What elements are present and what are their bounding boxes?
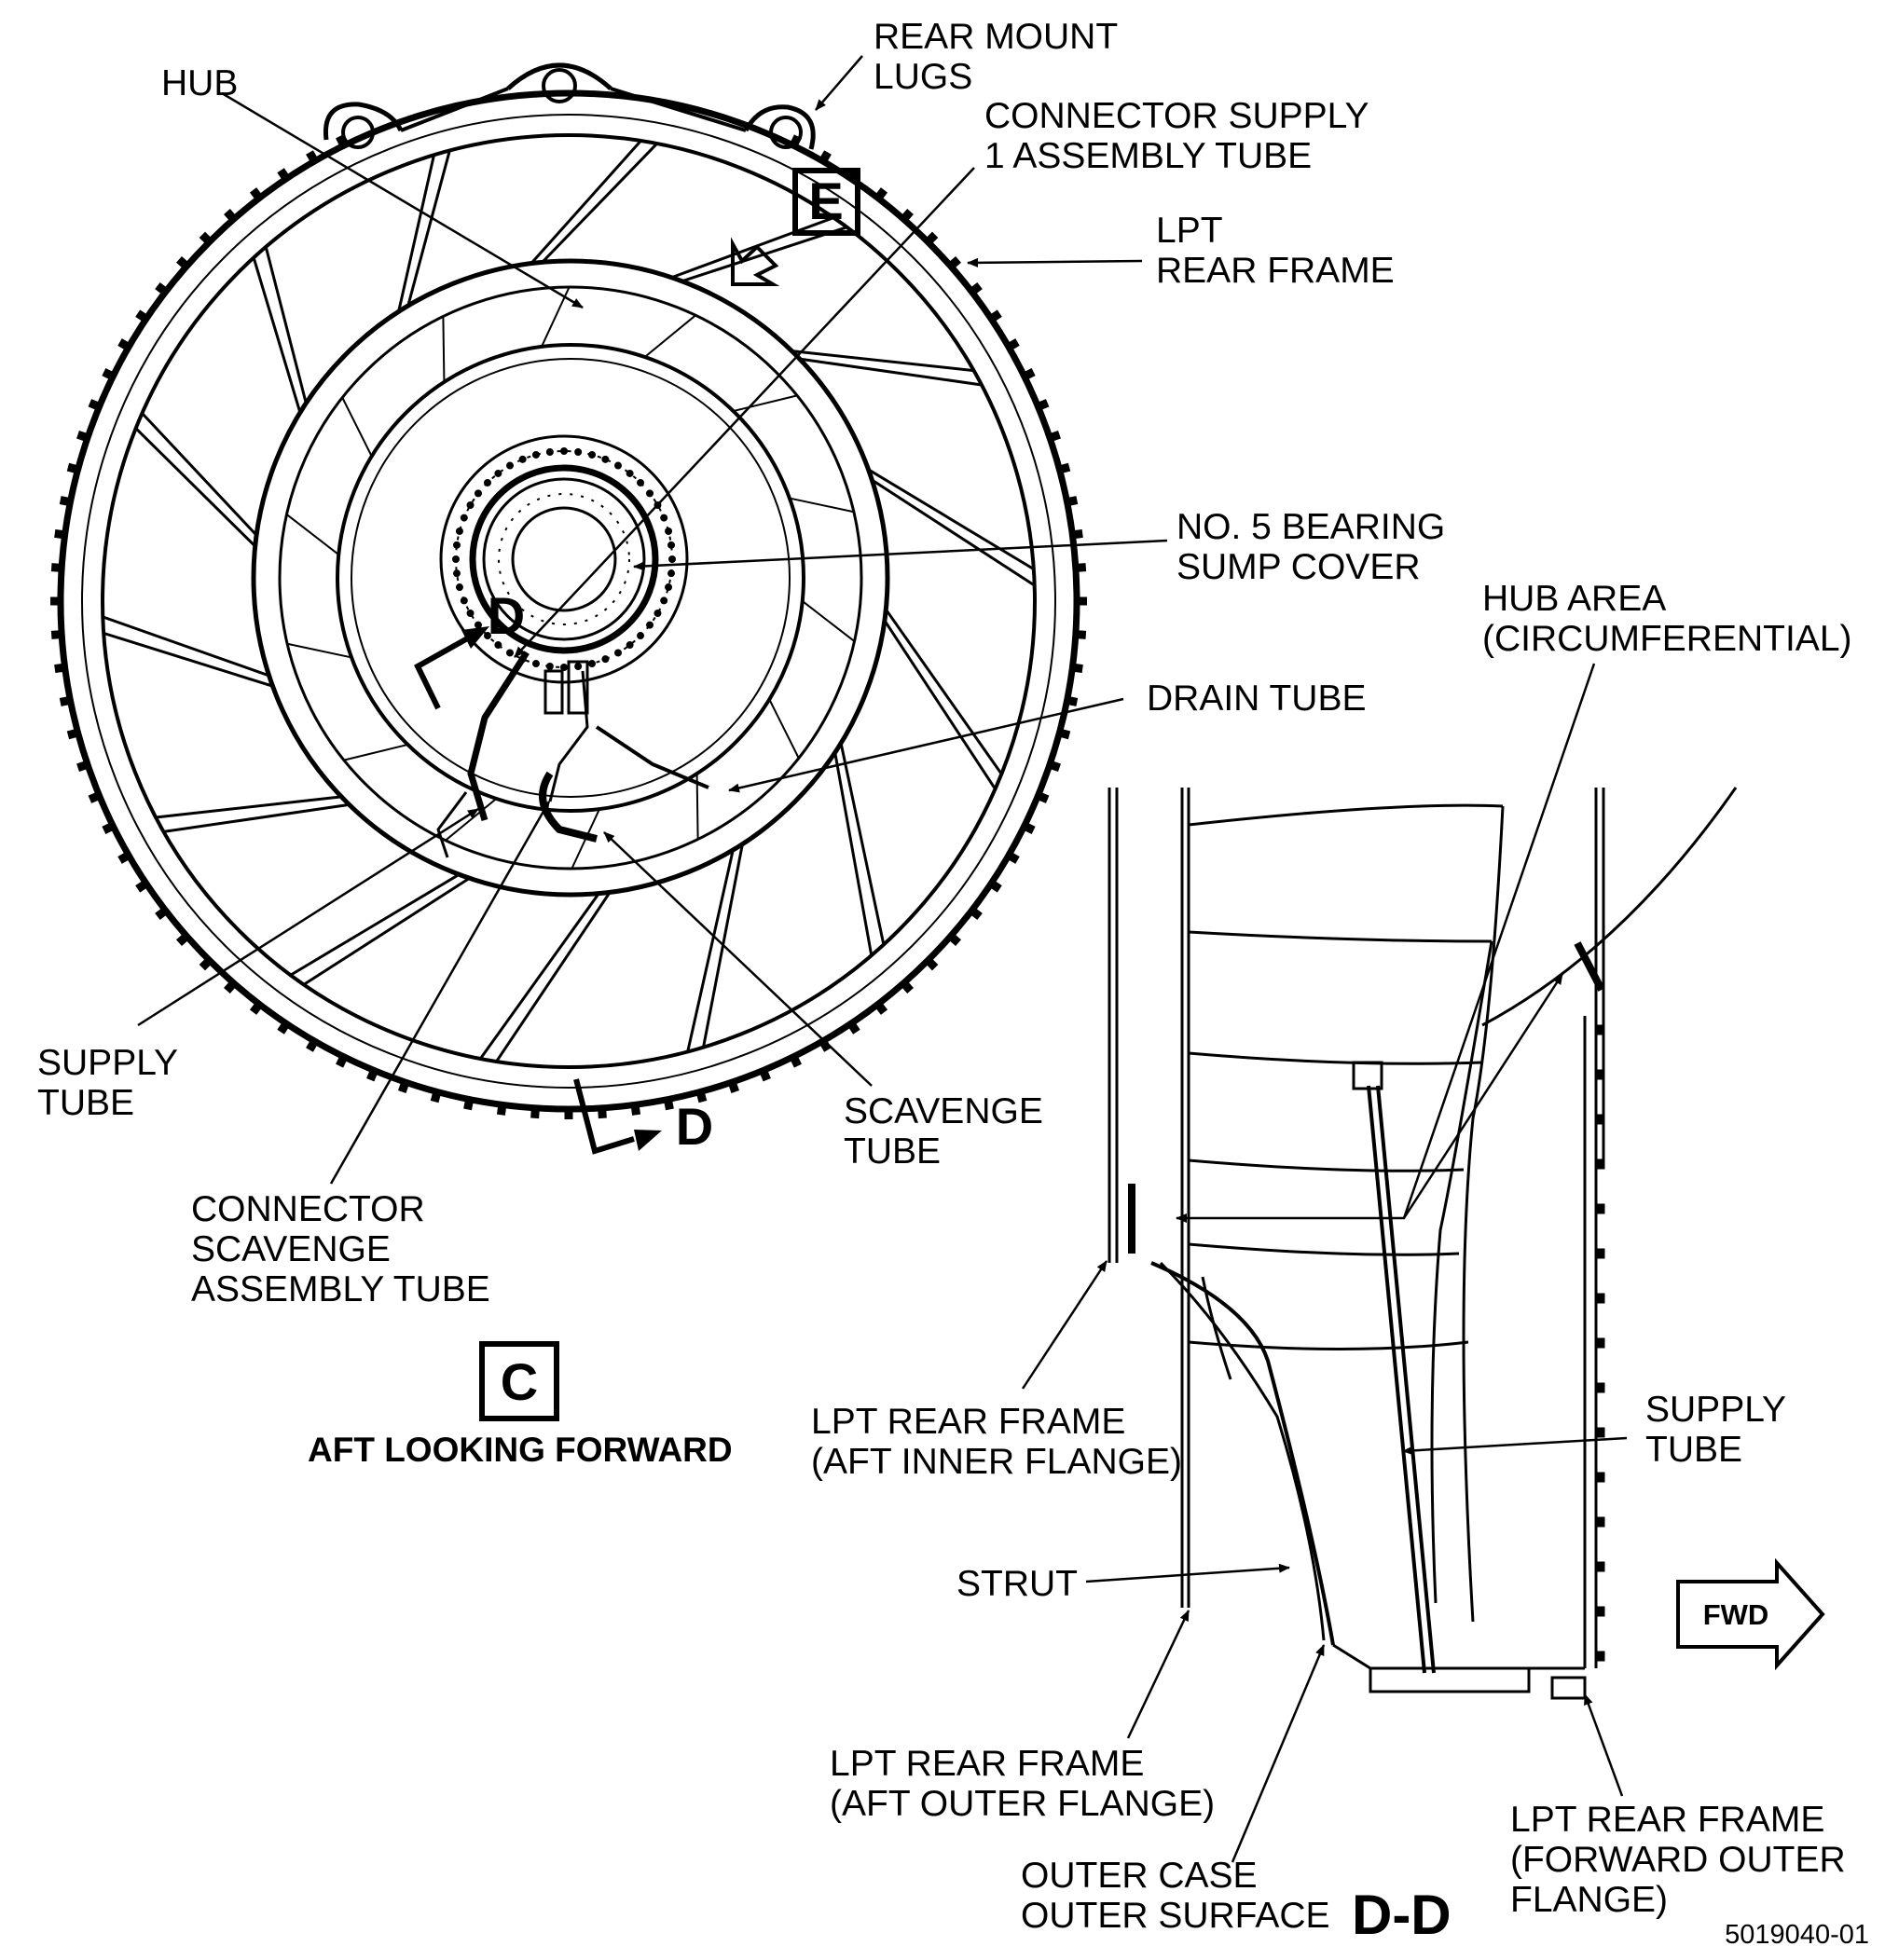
- label-connector-supply: CONNECTOR SUPPLY 1 ASSEMBLY TUBE: [984, 96, 1379, 176]
- label-hub-area: HUB AREA (CIRCUMFERENTIAL): [1482, 579, 1852, 659]
- section-d-letter-bottom: D: [676, 1097, 713, 1156]
- label-supply-tube-dd: SUPPLY TUBE: [1645, 1390, 1796, 1470]
- view-c-caption: AFT LOOKING FORWARD: [308, 1431, 733, 1469]
- frame-struts: [102, 140, 1036, 1062]
- hub-ring-2: [278, 285, 863, 870]
- hub-outer-ring: [251, 258, 890, 898]
- label-scavenge-tube: SCAVENGE TUBE: [844, 1091, 1053, 1172]
- label-strut: STRUT: [956, 1564, 1078, 1604]
- view-c-letter: C: [501, 1352, 538, 1411]
- hub-inner-ring-2: [351, 358, 791, 798]
- label-aft-outer-flange: LPT REAR FRAME (AFT OUTER FLANGE): [830, 1744, 1215, 1824]
- label-drain-tube: DRAIN TUBE: [1147, 678, 1367, 719]
- label-outer-case: OUTER CASE OUTER SURFACE: [1021, 1856, 1330, 1936]
- view-c-flag: C: [479, 1341, 559, 1421]
- detail-e-flag: E: [792, 168, 860, 236]
- fwd-direction-arrow: FWD: [1676, 1557, 1825, 1671]
- section-d-letter-top: D: [488, 586, 525, 645]
- outer-frame-inner-ring: [101, 133, 1037, 1069]
- label-rear-mount-lugs: REAR MOUNT LUGS: [874, 17, 1127, 97]
- label-connector-scavenge: CONNECTOR SCAVENGE ASSEMBLY TUBE: [191, 1189, 490, 1309]
- section-d-marker-top: D: [414, 586, 525, 710]
- fwd-label: FWD: [1703, 1598, 1769, 1631]
- section-d-marker-bottom: D: [573, 1078, 713, 1156]
- label-fwd-outer-flange: LPT REAR FRAME (FORWARD OUTER FLANGE): [1510, 1800, 1856, 1920]
- outer-frame-teeth: [50, 134, 1087, 1119]
- hub-inner-ring: [336, 343, 805, 813]
- label-hub: HUB: [161, 63, 238, 103]
- no5-bearing-sump-cover: [439, 434, 689, 684]
- label-no5-bearing: NO. 5 BEARING SUMP COVER: [1176, 507, 1455, 587]
- view-c-frame-drawing: [50, 62, 1087, 1119]
- rear-mount-lugs: [323, 62, 816, 150]
- outer-frame-ring-mid: [81, 114, 1056, 1089]
- label-supply-tube-c: SUPPLY TUBE: [37, 1043, 187, 1123]
- view-c-leaders: [137, 55, 1168, 1185]
- section-dd-leaders: [1021, 663, 1628, 1863]
- figure-number: 5019040-01: [1725, 1920, 1869, 1950]
- section-dd-drawing: [1108, 787, 1738, 1700]
- detail-e-letter: E: [808, 171, 843, 230]
- label-aft-inner-flange: LPT REAR FRAME (AFT INNER FLANGE): [811, 1402, 1182, 1482]
- label-lpt-rear-frame: LPT REAR FRAME: [1156, 211, 1395, 291]
- section-dd-title: D-D: [1352, 1884, 1452, 1946]
- detail-e-view-arrow: [731, 237, 780, 286]
